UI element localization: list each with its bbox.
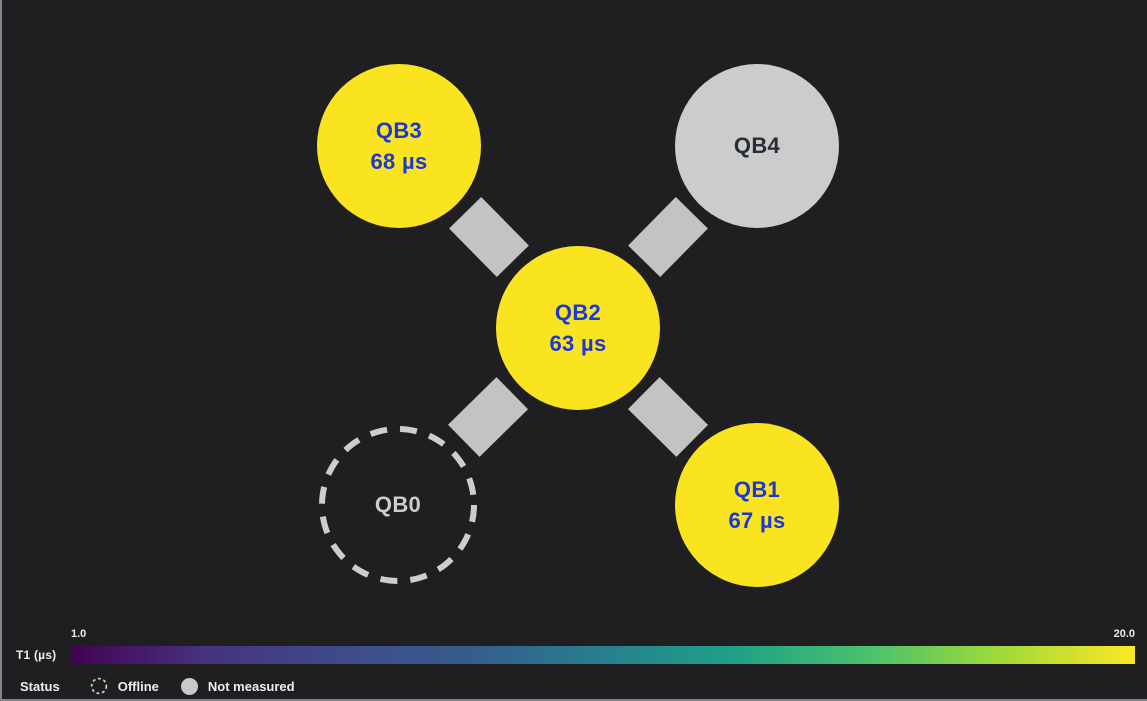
colorbar-min-tick: 1.0 (71, 628, 87, 640)
qubit-t1-value: 67 µs (728, 507, 786, 533)
qubit-QB3[interactable]: QB3 68 µs (317, 64, 481, 228)
status-item-label: Offline (117, 678, 159, 694)
qubit-label: QB2 (554, 299, 602, 325)
qubit-QB0[interactable]: QB0 (316, 423, 480, 587)
qubit-QB1[interactable]: QB1 67 µs (675, 423, 839, 587)
coupler-QB1-QB2[interactable] (627, 376, 708, 457)
qubit-QB4[interactable]: QB4 (675, 64, 839, 228)
qubit-label: QB3 (375, 117, 423, 143)
colorbar-title: T1 (µs) (16, 648, 57, 662)
qubit-label: QB4 (733, 133, 781, 158)
offline-dashed-circle-icon (90, 677, 108, 695)
qubit-label: QB0 (374, 492, 422, 517)
status-legend: Status Offline Not measured (20, 676, 317, 696)
colorbar-max-tick: 20.0 (1113, 628, 1135, 640)
colorbar-gradient (71, 646, 1135, 664)
coupler-QB4-QB2[interactable] (627, 196, 708, 278)
coupler-QB3-QB2[interactable] (448, 196, 529, 278)
status-legend-title: Status (20, 678, 60, 694)
status-item-offline: Offline (90, 677, 159, 695)
not-measured-circle-icon (180, 677, 198, 695)
offline-dashed-ring (319, 426, 477, 584)
qubit-t1-value: 68 µs (370, 148, 428, 174)
qubit-t1-value: 63 µs (549, 330, 607, 356)
status-item-not-measured: Not measured (180, 677, 295, 695)
qubit-label: QB1 (733, 476, 781, 502)
qubit-QB2[interactable]: QB2 63 µs (496, 246, 660, 410)
status-item-label: Not measured (207, 678, 295, 694)
